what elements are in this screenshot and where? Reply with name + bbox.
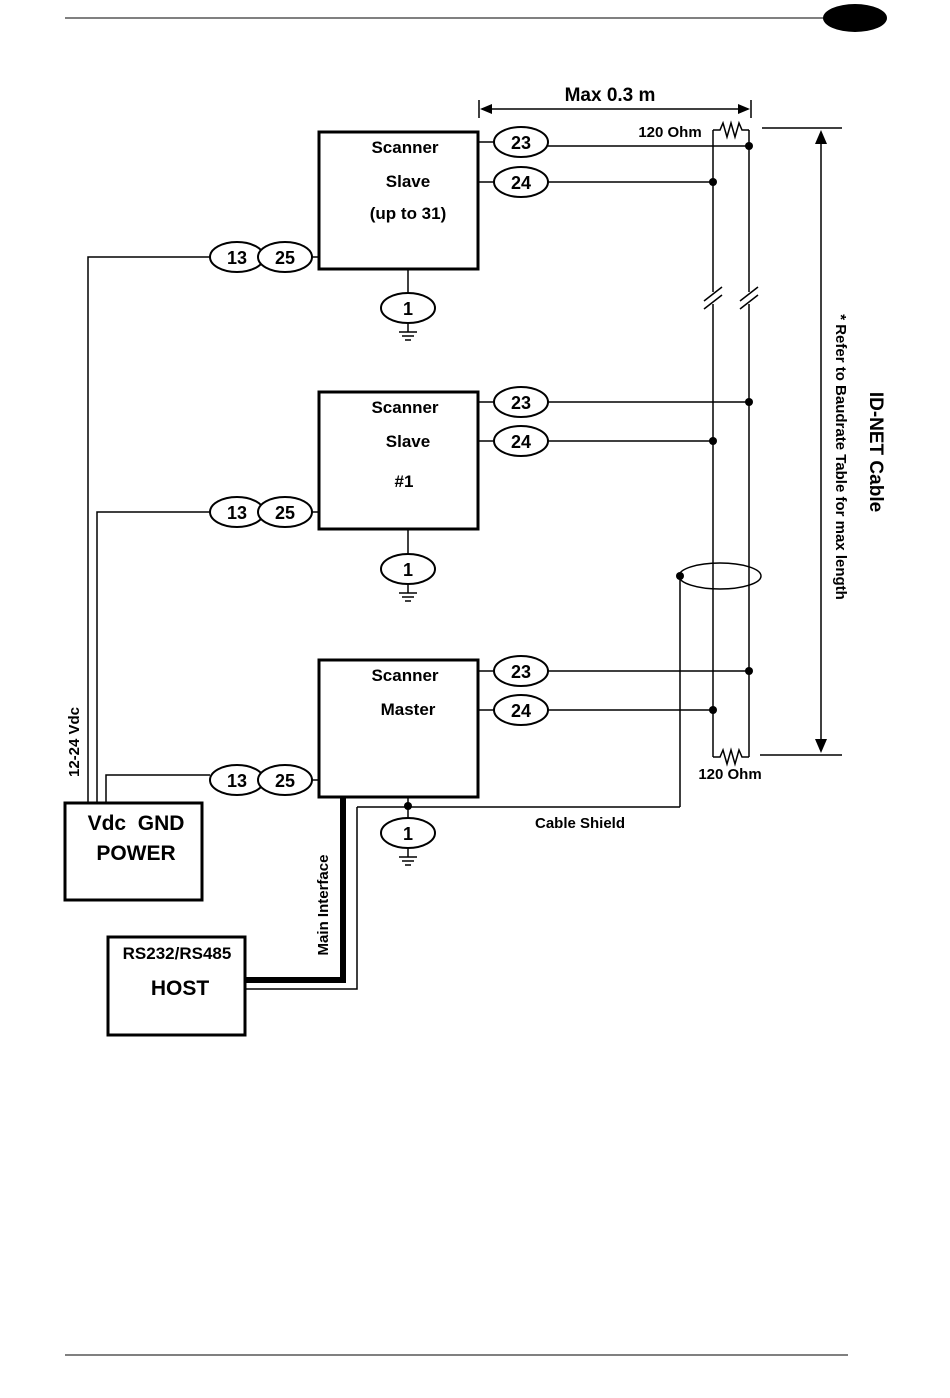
slave31-pin-1: 1 — [403, 299, 413, 319]
master-pin-23: 23 — [511, 662, 531, 682]
master-pin-25: 25 — [275, 771, 295, 791]
scanner-slave-31-line1: Scanner — [371, 138, 438, 157]
master-pin-13: 13 — [227, 771, 247, 791]
scanner-master-line1: Scanner — [371, 666, 438, 685]
slave31-pin-13: 13 — [227, 248, 247, 268]
scanner-slave-1-line2: Slave — [386, 432, 430, 451]
max-length-label: Max 0.3 m — [565, 85, 656, 106]
scanner-slave-1: Scanner Slave #1 23 24 13 25 1 — [210, 387, 753, 601]
power-supply-box: Vdc GND POWER — [65, 803, 202, 900]
host-box: RS232/RS485 HOST — [108, 937, 245, 1035]
slave1-pin-25: 25 — [275, 503, 295, 523]
bottom-terminator-resistor: 120 Ohm — [698, 750, 761, 783]
idnet-cable-label: ID-NET Cable — [865, 392, 886, 512]
scanner-slave-31-line2: Slave — [386, 172, 430, 191]
cable-shield-label: Cable Shield — [535, 815, 625, 832]
max-length-dimension: Max 0.3 m — [479, 85, 751, 118]
idnet-cable-length-arrow — [760, 128, 842, 755]
slave31-pin-23: 23 — [511, 133, 531, 153]
main-interface-label: Main Interface — [315, 855, 332, 956]
scanner-slave-up-to-31: Scanner Slave (up to 31) 23 24 13 25 1 — [210, 127, 753, 340]
slave31-pin-25: 25 — [275, 248, 295, 268]
page-tab-marker — [823, 4, 887, 32]
bottom-resistor-label: 120 Ohm — [698, 766, 761, 783]
host-line2: HOST — [151, 977, 210, 1000]
master-pin-1: 1 — [403, 824, 413, 844]
scanner-slave-1-line1: Scanner — [371, 398, 438, 417]
power-line1: Vdc GND — [88, 812, 185, 835]
slave1-pin-13: 13 — [227, 503, 247, 523]
scanner-master-line2: Master — [381, 700, 436, 719]
scanner-master: Scanner Master 23 24 13 25 1 — [210, 656, 753, 865]
scanner-slave-1-line3: #1 — [395, 472, 414, 491]
slave1-pin-24: 24 — [511, 432, 531, 452]
master-pin-24: 24 — [511, 701, 531, 721]
baudrate-note: * Refer to Baudrate Table for max length — [832, 314, 849, 600]
slave31-pin-24: 24 — [511, 173, 531, 193]
slave1-pin-1: 1 — [403, 560, 413, 580]
slave1-pin-23: 23 — [511, 393, 531, 413]
top-terminator-resistor: 120 Ohm — [638, 123, 749, 141]
power-wires — [88, 257, 210, 804]
host-line1: RS232/RS485 — [123, 944, 232, 963]
vdc-label: 12-24 Vdc — [66, 707, 83, 777]
power-line2: POWER — [96, 842, 175, 865]
scanner-slave-31-line3: (up to 31) — [370, 204, 447, 223]
top-resistor-label: 120 Ohm — [638, 124, 701, 141]
